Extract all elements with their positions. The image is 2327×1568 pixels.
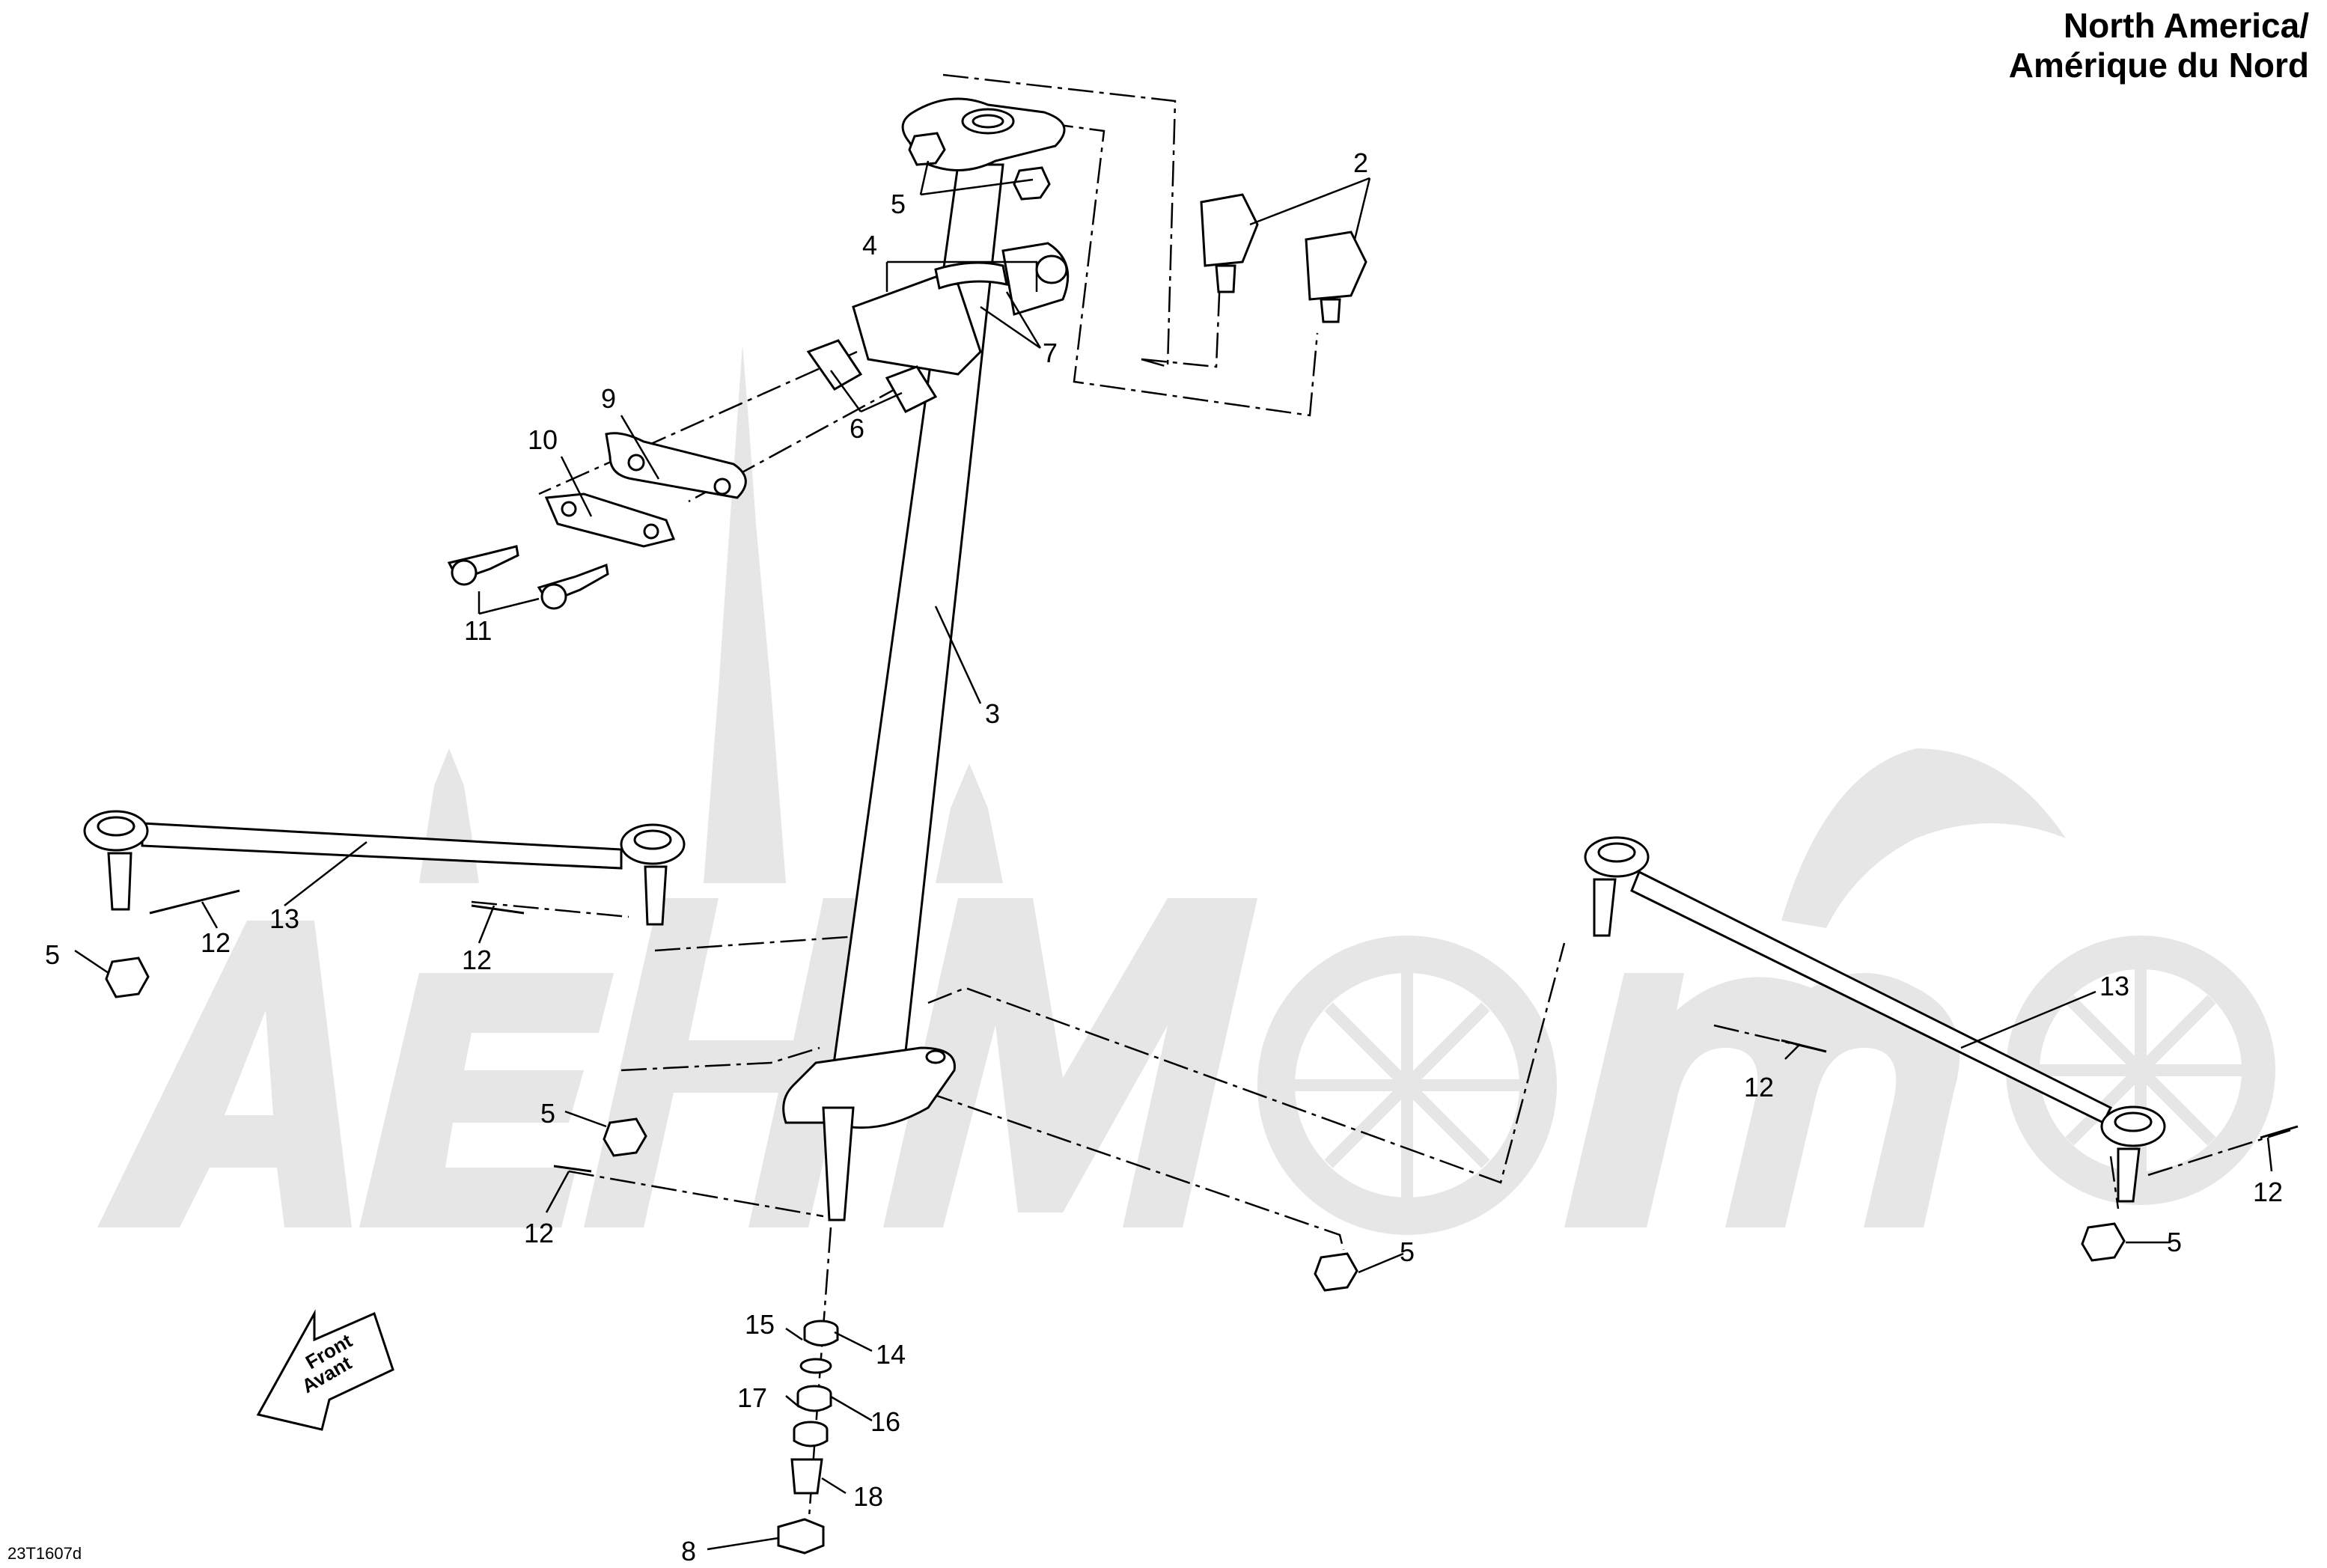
lower-stack bbox=[777, 1320, 839, 1555]
callout-12-right-a: 12 bbox=[1744, 1072, 1774, 1102]
callout-10: 10 bbox=[528, 424, 558, 455]
castle-nuts bbox=[105, 957, 2126, 1292]
callout-8: 8 bbox=[681, 1536, 696, 1567]
callout-12-left-a: 12 bbox=[201, 927, 231, 958]
callout-5-right: 5 bbox=[2167, 1227, 2182, 1257]
region-title-en: North America/ bbox=[2063, 6, 2309, 45]
brackets-part-2 bbox=[1200, 193, 1367, 323]
callout-2: 2 bbox=[1353, 147, 1368, 178]
callouts: 2 5 4 7 9 6 10 11 3 13 12 12 5 5 12 5 13… bbox=[45, 147, 2283, 1567]
drawing-code: 23T1607d bbox=[7, 1544, 82, 1563]
callout-4: 4 bbox=[862, 230, 877, 260]
callout-5-center: 5 bbox=[1400, 1236, 1415, 1267]
watermark bbox=[97, 344, 2275, 1235]
watermark-wheel-spokes bbox=[1295, 969, 2242, 1198]
callout-12-left-b: 12 bbox=[462, 945, 492, 975]
tie-rod-left bbox=[83, 810, 686, 926]
region-title: North America/ Amérique du Nord bbox=[2009, 6, 2309, 85]
callout-5-left: 5 bbox=[45, 939, 60, 970]
cotter-pins bbox=[149, 889, 2299, 1173]
callout-9: 9 bbox=[601, 383, 616, 414]
callout-11: 11 bbox=[464, 615, 492, 646]
callout-18: 18 bbox=[853, 1481, 883, 1512]
leader-lines bbox=[74, 160, 2273, 1551]
callout-17: 17 bbox=[737, 1382, 767, 1413]
callout-13-right: 13 bbox=[2099, 971, 2129, 1001]
region-title-fr: Amérique du Nord bbox=[2008, 45, 2309, 85]
callout-12-right-b: 12 bbox=[2253, 1177, 2283, 1207]
steering-column bbox=[782, 97, 1066, 1221]
tie-rod-right bbox=[1584, 836, 2166, 1203]
callout-6: 6 bbox=[850, 413, 864, 444]
column-top-nuts bbox=[908, 132, 1051, 201]
bracket-group bbox=[447, 432, 747, 610]
callout-12-mid: 12 bbox=[524, 1218, 554, 1248]
callout-5-top: 5 bbox=[891, 189, 906, 219]
callout-13-left: 13 bbox=[269, 903, 299, 934]
front-arrow: Front Avant bbox=[256, 1309, 394, 1431]
callout-16: 16 bbox=[870, 1406, 900, 1437]
callout-14: 14 bbox=[876, 1339, 906, 1370]
callout-5-mid: 5 bbox=[540, 1098, 555, 1129]
callout-15: 15 bbox=[745, 1309, 775, 1340]
callout-3: 3 bbox=[985, 698, 1000, 729]
callout-7: 7 bbox=[1043, 338, 1058, 368]
